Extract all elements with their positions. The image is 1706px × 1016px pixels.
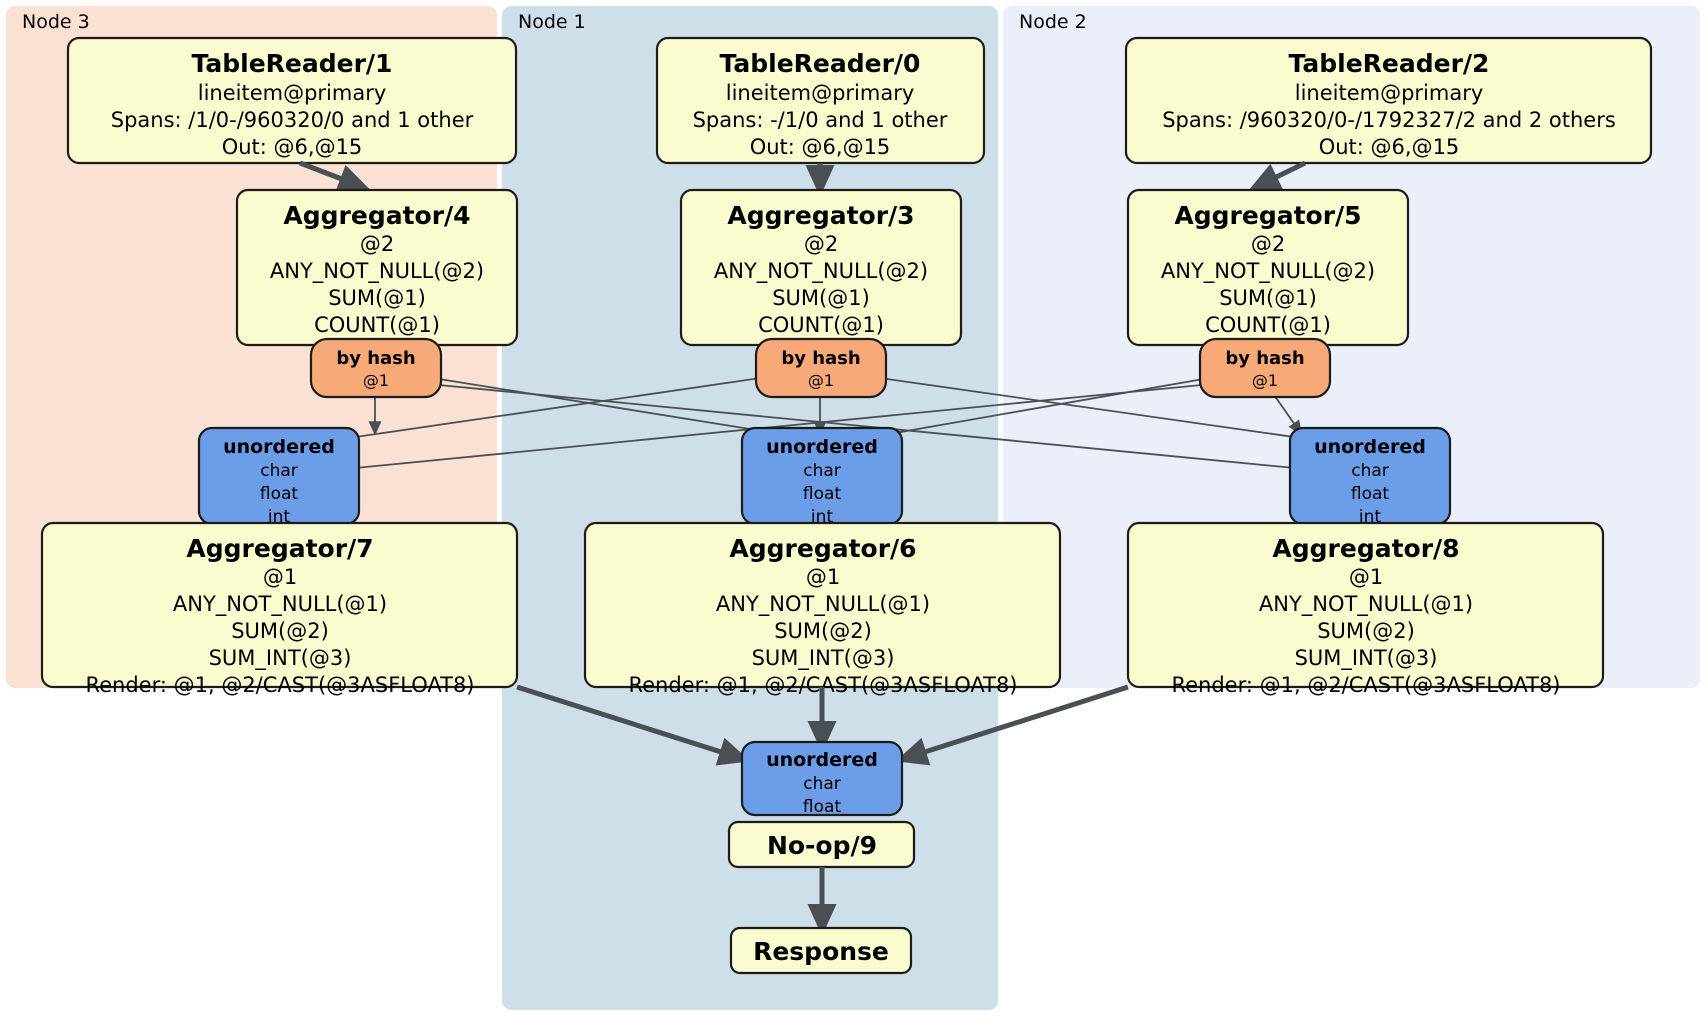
router-by-hash-center[interactable]: by hash @1	[754, 337, 888, 399]
processor-aggregator-8[interactable]: Aggregator/8 @1 ANY_NOT_NULL(@1) SUM(@2)…	[1126, 521, 1605, 697]
processor-aggregator-3[interactable]: Aggregator/3 @2 ANY_NOT_NULL(@2) SUM(@1)…	[679, 188, 963, 347]
by-hash-center-line: @1	[808, 371, 834, 390]
panel-node-3: Node 3	[6, 6, 497, 688]
table-reader-0-line-1: Spans: -/1/0 and 1 other	[693, 108, 948, 132]
unordered-right-line-1: float	[1351, 484, 1390, 504]
response-title: Response	[753, 937, 889, 966]
aggregator-3-line-0: @2	[804, 232, 838, 256]
panel-node-2: Node 2	[1003, 6, 1700, 688]
aggregator-3-title: Aggregator/3	[727, 201, 914, 230]
by-hash-left-line: @1	[363, 371, 389, 390]
processor-aggregator-6[interactable]: Aggregator/6 @1 ANY_NOT_NULL(@1) SUM(@2)…	[583, 521, 1062, 697]
unordered-right-line-0: char	[1351, 461, 1389, 481]
table-reader-2-line-2: Out: @6,@15	[1319, 135, 1460, 159]
table-reader-1-line-1: Spans: /1/0-/960320/0 and 1 other	[111, 108, 474, 132]
table-reader-0-line-0: lineitem@primary	[726, 81, 915, 105]
aggregator-4-line-2: SUM(@1)	[328, 286, 426, 310]
edge-agg8-to-final	[895, 684, 1129, 766]
router-by-hash-right[interactable]: by hash @1	[1198, 337, 1332, 399]
unordered-center-title: unordered	[766, 436, 878, 458]
aggregator-3-line-2: SUM(@1)	[772, 286, 870, 310]
no-op-9-title: No-op/9	[767, 831, 877, 860]
unordered-final-line-0: char	[803, 774, 841, 794]
table-reader-2-title: TableReader/2	[1289, 49, 1490, 78]
unordered-left-line-0: char	[260, 461, 298, 481]
processor-table-reader-1[interactable]: TableReader/1 lineitem@primary Spans: /1…	[66, 36, 518, 165]
unordered-center-line-0: char	[803, 461, 841, 481]
aggregator-3-line-3: COUNT(@1)	[758, 313, 884, 337]
processor-table-reader-2[interactable]: TableReader/2 lineitem@primary Spans: /9…	[1124, 36, 1653, 165]
by-hash-center-title: by hash	[781, 348, 860, 369]
aggregator-3-line-1: ANY_NOT_NULL(@2)	[714, 259, 928, 284]
aggregator-5-title: Aggregator/5	[1174, 201, 1361, 230]
aggregator-4-line-1: ANY_NOT_NULL(@2)	[270, 259, 484, 284]
aggregator-6-line-1: ANY_NOT_NULL(@1)	[716, 592, 930, 617]
aggregator-8-line-2: SUM(@2)	[1317, 619, 1415, 643]
aggregator-7-line-2: SUM(@2)	[231, 619, 329, 643]
processor-aggregator-7[interactable]: Aggregator/7 @1 ANY_NOT_NULL(@1) SUM(@2)…	[40, 521, 519, 697]
aggregator-4-title: Aggregator/4	[283, 201, 470, 230]
aggregator-5-line-0: @2	[1251, 232, 1285, 256]
aggregator-5-line-1: ANY_NOT_NULL(@2)	[1161, 259, 1375, 284]
aggregator-6-line-3: SUM_INT(@3)	[752, 646, 895, 671]
processor-table-reader-0[interactable]: TableReader/0 lineitem@primary Spans: -/…	[655, 36, 986, 165]
router-by-hash-left[interactable]: by hash @1	[309, 337, 443, 399]
processor-no-op-9[interactable]: No-op/9	[727, 820, 916, 869]
unordered-center-line-1: float	[803, 484, 842, 504]
panel-label-node-1: Node 1	[518, 11, 586, 33]
synchronizer-unordered-left[interactable]: unordered char float int	[197, 426, 361, 527]
aggregator-6-line-0: @1	[806, 565, 840, 589]
by-hash-right-title: by hash	[1225, 348, 1304, 369]
aggregator-6-line-2: SUM(@2)	[774, 619, 872, 643]
processor-aggregator-4[interactable]: Aggregator/4 @2 ANY_NOT_NULL(@2) SUM(@1)…	[235, 188, 519, 347]
aggregator-7-line-0: @1	[263, 565, 297, 589]
table-reader-2-line-0: lineitem@primary	[1295, 81, 1484, 105]
aggregator-8-line-1: ANY_NOT_NULL(@1)	[1259, 592, 1473, 617]
table-reader-1-line-0: lineitem@primary	[198, 81, 387, 105]
unordered-right-title: unordered	[1314, 436, 1426, 458]
aggregator-7-line-4: Render: @1, @2/CAST(@3ASFLOAT8)	[85, 673, 474, 697]
synchronizer-unordered-final[interactable]: unordered char float	[740, 740, 904, 817]
aggregator-7-line-3: SUM_INT(@3)	[209, 646, 352, 671]
panel-label-node-3: Node 3	[22, 11, 90, 33]
aggregator-5-line-3: COUNT(@1)	[1205, 313, 1331, 337]
unordered-final-line-1: float	[803, 797, 842, 817]
aggregator-4-line-3: COUNT(@1)	[314, 313, 440, 337]
table-reader-1-title: TableReader/1	[192, 49, 393, 78]
aggregator-7-title: Aggregator/7	[186, 534, 373, 563]
unordered-left-line-1: float	[260, 484, 299, 504]
synchronizer-unordered-right[interactable]: unordered char float int	[1288, 426, 1452, 527]
aggregator-8-line-4: Render: @1, @2/CAST(@3ASFLOAT8)	[1171, 673, 1560, 697]
table-reader-0-line-2: Out: @6,@15	[750, 135, 891, 159]
panel-label-node-2: Node 2	[1019, 11, 1087, 33]
edge-tr1-to-agg4	[299, 160, 371, 193]
by-hash-left-title: by hash	[336, 348, 415, 369]
aggregator-8-line-3: SUM_INT(@3)	[1295, 646, 1438, 671]
processor-aggregator-5[interactable]: Aggregator/5 @2 ANY_NOT_NULL(@2) SUM(@1)…	[1126, 188, 1410, 347]
unordered-final-title: unordered	[766, 749, 878, 771]
table-reader-0-title: TableReader/0	[720, 49, 921, 78]
synchronizer-unordered-center[interactable]: unordered char float int	[740, 426, 904, 527]
hash-router-cross-links	[331, 373, 1319, 476]
aggregator-5-line-2: SUM(@1)	[1219, 286, 1317, 310]
unordered-left-title: unordered	[223, 436, 335, 458]
aggregator-8-line-0: @1	[1349, 565, 1383, 589]
table-reader-2-line-1: Spans: /960320/0-/1792327/2 and 2 others	[1162, 108, 1616, 132]
aggregator-4-line-0: @2	[360, 232, 394, 256]
final-merge-edges	[516, 684, 1129, 766]
table-reader-1-line-2: Out: @6,@15	[222, 135, 363, 159]
edge-tr2-to-agg5	[1248, 160, 1307, 191]
edge-agg7-to-final	[516, 684, 751, 766]
aggregator-8-title: Aggregator/8	[1272, 534, 1459, 563]
aggregator-6-title: Aggregator/6	[729, 534, 916, 563]
by-hash-right-line: @1	[1252, 371, 1278, 390]
aggregator-7-line-1: ANY_NOT_NULL(@1)	[173, 592, 387, 617]
processor-response[interactable]: Response	[729, 926, 913, 975]
